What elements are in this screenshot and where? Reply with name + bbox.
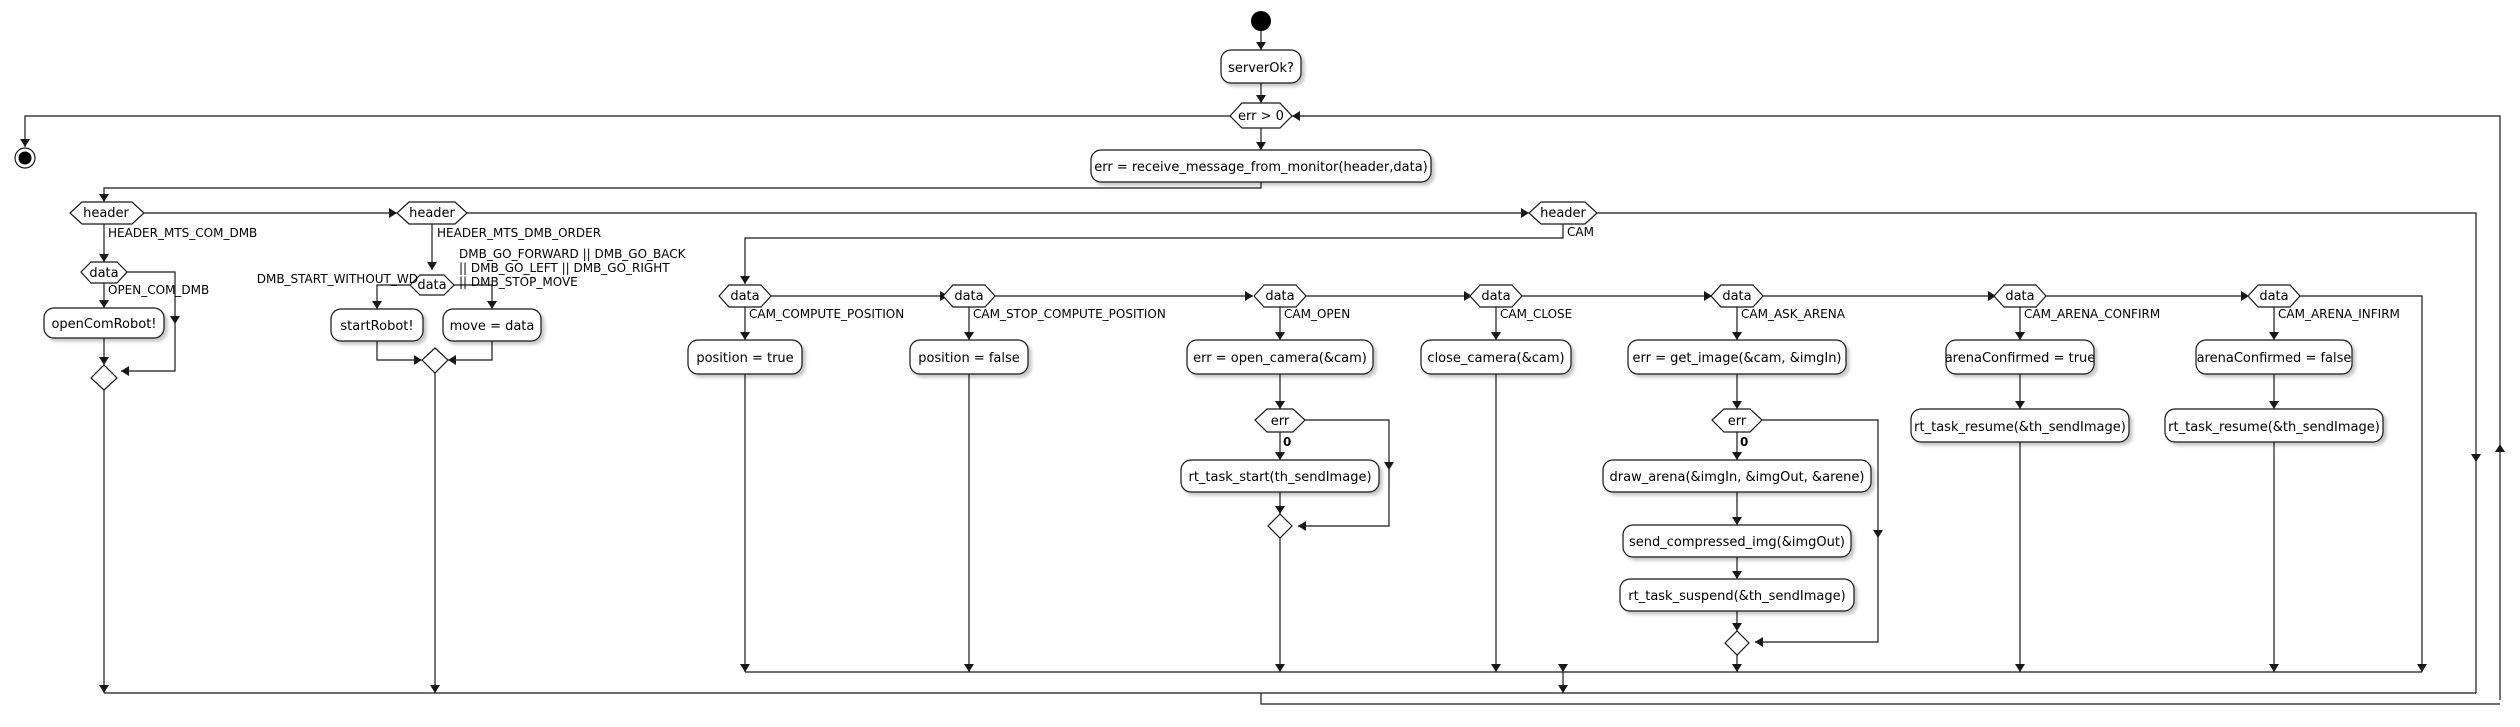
label-cam-arena-confirm: CAM_ARENA_CONFIRM bbox=[2024, 307, 2160, 321]
activity-rt-task-suspend: rt_task_suspend(&th_sendImage) bbox=[1619, 578, 1855, 612]
start-robot-text: startRobot! bbox=[340, 319, 413, 334]
label-header-mts-dmb-order: HEADER_MTS_DMB_ORDER bbox=[437, 226, 601, 240]
decision-err-2: err bbox=[1711, 408, 1763, 433]
arena-confirmed-true-text: arenaConfirmed = true bbox=[1945, 351, 2096, 366]
decision-cam-data-6: data bbox=[1993, 284, 2047, 308]
label-cam-compute-position: CAM_COMPUTE_POSITION bbox=[749, 307, 904, 321]
rt-task-resume-1-text: rt_task_resume(&th_sendImage) bbox=[1914, 420, 2126, 435]
decision-data-1: data bbox=[80, 261, 128, 284]
merge-diamond-2 bbox=[421, 347, 449, 374]
activity-draw-arena: draw_arena(&imgIn, &imgOut, &arene) bbox=[1602, 459, 1872, 493]
label-cam-stop-compute-position: CAM_STOP_COMPUTE_POSITION bbox=[973, 307, 1166, 321]
activity-position-false: position = false bbox=[909, 339, 1029, 375]
connector-lines bbox=[24, 31, 2501, 705]
stop-node bbox=[14, 147, 36, 169]
label-zero-1: 0 bbox=[1283, 435, 1291, 449]
get-image-text: err = get_image(&cam, &imgIn) bbox=[1632, 351, 1841, 366]
cam-data-5-text: data bbox=[1722, 289, 1751, 304]
receive-message-text: err = receive_message_from_monitor(heade… bbox=[1094, 160, 1428, 175]
close-camera-text: close_camera(&cam) bbox=[1427, 351, 1564, 366]
cam-data-3-text: data bbox=[1265, 289, 1294, 304]
activity-server-ok: serverOk? bbox=[1220, 49, 1302, 84]
label-dmb-go-line-2: || DMB_GO_LEFT || DMB_GO_RIGHT bbox=[459, 261, 670, 275]
rt-task-resume-2-text: rt_task_resume(&th_sendImage) bbox=[2168, 420, 2380, 435]
activity-position-true: position = true bbox=[687, 339, 803, 375]
decision-cam-data-5: data bbox=[1710, 284, 1764, 308]
label-cam-arena-infirm: CAM_ARENA_INFIRM bbox=[2278, 307, 2400, 321]
activity-arena-confirmed-true: arenaConfirmed = true bbox=[1945, 339, 2096, 375]
label-dmb-start-without-wd: DMB_START_WITHOUT_WD bbox=[257, 272, 418, 286]
decision-header-2: header bbox=[396, 201, 468, 225]
header-1-text: header bbox=[83, 206, 129, 221]
activity-rt-task-resume-2: rt_task_resume(&th_sendImage) bbox=[2164, 408, 2384, 443]
activity-rt-task-start: rt_task_start(th_sendImage) bbox=[1180, 459, 1380, 493]
decision-header-1: header bbox=[69, 201, 145, 225]
loop-cond-text: err > 0 bbox=[1238, 109, 1284, 124]
server-ok-text: serverOk? bbox=[1228, 61, 1294, 76]
label-cam-ask-arena: CAM_ASK_ARENA bbox=[1741, 307, 1846, 321]
rt-task-start-text: rt_task_start(th_sendImage) bbox=[1188, 470, 1371, 485]
activity-move: move = data bbox=[442, 308, 542, 342]
activity-send-compressed: send_compressed_img(&imgOut) bbox=[1622, 524, 1852, 558]
activity-rt-task-resume-1: rt_task_resume(&th_sendImage) bbox=[1910, 408, 2130, 443]
label-zero-2: 0 bbox=[1740, 435, 1748, 449]
err-1-text: err bbox=[1271, 414, 1290, 429]
open-com-robot-text: openComRobot! bbox=[51, 317, 156, 332]
rt-task-suspend-text: rt_task_suspend(&th_sendImage) bbox=[1628, 589, 1845, 604]
label-open-com-dmb: OPEN_COM_DMB bbox=[108, 283, 209, 297]
header-3-text: header bbox=[1540, 206, 1586, 221]
branch-labels: HEADER_MTS_COM_DMB OPEN_COM_DMB HEADER_M… bbox=[108, 225, 2400, 449]
data-2-text: data bbox=[417, 278, 446, 293]
decision-loop: err > 0 bbox=[1229, 102, 1293, 129]
decision-cam-data-4: data bbox=[1469, 284, 1523, 308]
decision-data-2: data bbox=[409, 274, 455, 296]
activity-arena-confirmed-false: arenaConfirmed = false bbox=[2195, 339, 2353, 375]
cam-data-7-text: data bbox=[2259, 289, 2288, 304]
arrowheads bbox=[20, 42, 2505, 693]
position-false-text: position = false bbox=[918, 351, 1020, 366]
label-cam-open: CAM_OPEN bbox=[1284, 307, 1350, 321]
activity-receive-message: err = receive_message_from_monitor(heade… bbox=[1090, 149, 1432, 183]
activity-start-robot: startRobot! bbox=[330, 308, 424, 342]
header-2-text: header bbox=[409, 206, 455, 221]
activity-open-camera: err = open_camera(&cam) bbox=[1186, 339, 1374, 375]
data-1-text: data bbox=[89, 266, 118, 281]
merge-diamond-1 bbox=[90, 364, 118, 391]
position-true-text: position = true bbox=[696, 351, 793, 366]
arena-confirmed-false-text: arenaConfirmed = false bbox=[2197, 351, 2352, 366]
decision-header-3: header bbox=[1528, 201, 1598, 225]
decision-err-1: err bbox=[1254, 408, 1306, 433]
send-compressed-text: send_compressed_img(&imgOut) bbox=[1629, 535, 1845, 550]
start-node bbox=[1251, 11, 1271, 31]
cam-data-2-text: data bbox=[954, 289, 983, 304]
activity-close-camera: close_camera(&cam) bbox=[1420, 339, 1572, 375]
move-text: move = data bbox=[450, 319, 535, 334]
decision-cam-data-2: data bbox=[942, 284, 996, 308]
label-header-mts-com-dmb: HEADER_MTS_COM_DMB bbox=[108, 226, 257, 240]
activity-open-com-robot: openComRobot! bbox=[43, 307, 165, 339]
cam-data-1-text: data bbox=[730, 289, 759, 304]
label-cam-close: CAM_CLOSE bbox=[1500, 307, 1572, 321]
open-camera-text: err = open_camera(&cam) bbox=[1193, 351, 1367, 366]
label-dmb-go-line-3: || DMB_STOP_MOVE bbox=[459, 275, 578, 289]
merge-diamond-4 bbox=[1724, 630, 1750, 656]
merge-diamond-3 bbox=[1267, 513, 1293, 539]
decision-cam-data-1: data bbox=[718, 284, 772, 308]
draw-arena-text: draw_arena(&imgIn, &imgOut, &arene) bbox=[1610, 470, 1865, 485]
decision-cam-data-7: data bbox=[2247, 284, 2301, 308]
err-2-text: err bbox=[1728, 414, 1747, 429]
label-dmb-go-line-1: DMB_GO_FORWARD || DMB_GO_BACK bbox=[459, 247, 687, 261]
cam-data-4-text: data bbox=[1481, 289, 1510, 304]
cam-data-6-text: data bbox=[2005, 289, 2034, 304]
activity-get-image: err = get_image(&cam, &imgIn) bbox=[1627, 339, 1847, 375]
decision-cam-data-3: data bbox=[1253, 284, 1307, 308]
label-cam: CAM bbox=[1567, 225, 1594, 239]
